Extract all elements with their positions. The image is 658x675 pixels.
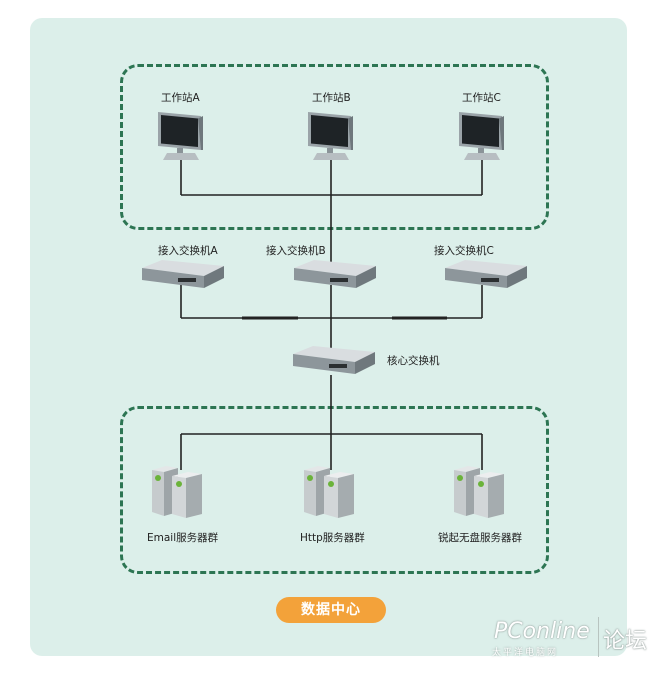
- access-switch-b-label: 接入交换机B: [266, 245, 326, 257]
- server-icon: [304, 466, 354, 518]
- datacenter-badge: 数据中心: [276, 597, 386, 623]
- switch-icon: [445, 260, 527, 288]
- server-icon: [152, 466, 202, 518]
- datacenter-zone: [120, 406, 549, 574]
- watermark-divider: [598, 617, 599, 657]
- monitor-icon: [459, 112, 504, 160]
- switch-icon: [142, 260, 224, 288]
- http-servers-label: Http服务器群: [300, 532, 365, 544]
- monitor-icon: [308, 112, 353, 160]
- watermark-forum: 论坛: [603, 629, 648, 654]
- workstation-c-label: 工作站C: [462, 92, 501, 104]
- core-switch-icon: [293, 346, 375, 374]
- watermark-main: PConline: [494, 619, 590, 644]
- access-switch-c-label: 接入交换机C: [434, 245, 494, 257]
- workstation-zone: [120, 64, 549, 230]
- access-switch-a-label: 接入交换机A: [158, 245, 218, 257]
- diskless-servers-label: 锐起无盘服务器群: [438, 532, 522, 544]
- pconline-watermark: PConline 太平洋电脑网 论坛: [490, 615, 650, 660]
- monitor-icon: [158, 112, 203, 160]
- core-switch-label: 核心交换机: [387, 355, 440, 367]
- switch-icon: [294, 260, 376, 288]
- server-icon: [454, 466, 504, 518]
- workstation-b-label: 工作站B: [312, 92, 351, 104]
- watermark-sub: 太平洋电脑网: [492, 648, 559, 658]
- email-servers-label: Email服务器群: [147, 532, 219, 544]
- workstation-a-label: 工作站A: [161, 92, 200, 104]
